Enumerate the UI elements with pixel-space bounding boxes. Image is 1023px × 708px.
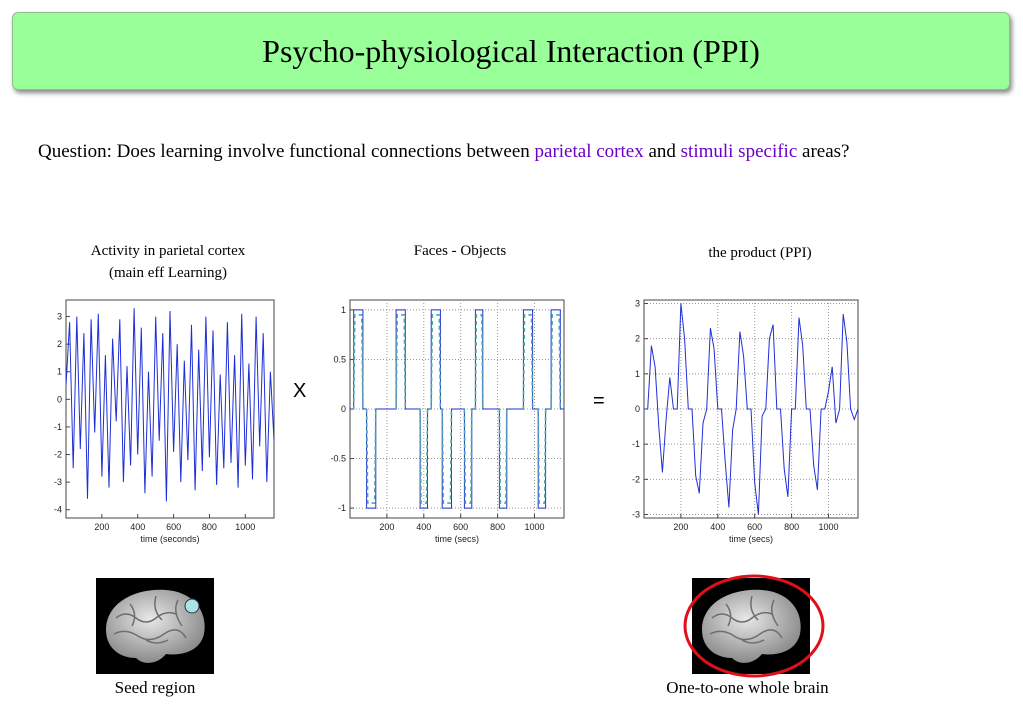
convolved-pulse [365,408,377,504]
seed-region-dot [184,598,200,614]
x-tick-label: 400 [130,522,145,532]
convolved-pulse [441,408,453,504]
slide-title: Psycho-physiological Interaction (PPI) [262,32,760,69]
question-text: Question: Does learning involve function… [38,138,998,166]
multiply-operator: X [293,380,307,402]
x-tick-label: 800 [490,522,505,532]
regressor-line [350,309,564,509]
psych-caption: Faces - Objects [413,243,507,259]
x-tick-label: 800 [784,522,799,532]
highlight-ring [683,574,825,678]
seed-caption-line1: Activity in parietal cortex [90,243,246,259]
y-tick-label: 1 [57,367,62,377]
term-stimuli-specific: stimuli specific [680,141,798,162]
x-axis-label: time (secs) [729,534,773,544]
convolved-pulse [352,314,364,410]
x-tick-label: 200 [94,522,109,532]
y-tick-label: 2 [57,339,62,349]
equals-operator: = [593,390,605,412]
x-tick-label: 800 [202,522,217,532]
seed-caption-line2: (main eff Learning) [108,265,227,281]
y-tick-label: 0.5 [333,354,346,364]
y-tick-label: -0.5 [330,454,346,464]
y-tick-label: 0 [341,404,346,414]
x-tick-label: 200 [379,522,394,532]
seed-caption: Activity in parietal cortex (main eff Le… [58,240,278,284]
y-tick-label: -3 [632,509,640,519]
convolved-pulse [550,314,562,410]
x-axis-label: time (seconds) [140,534,199,544]
x-tick-label: 1000 [818,522,838,532]
y-tick-label: 1 [341,305,346,315]
x-tick-label: 400 [416,522,431,532]
question-suffix: areas? [797,141,850,162]
x-tick-label: 600 [166,522,181,532]
convolved-pulse [395,314,407,410]
y-tick-label: -3 [54,477,62,487]
x-tick-label: 1000 [524,522,544,532]
product-caption: the product (PPI) [708,245,812,261]
question-prefix: Question: Does learning involve function… [38,141,535,162]
y-tick-label: 3 [57,312,62,322]
x-tick-label: 600 [453,522,468,532]
y-tick-label: 2 [635,334,640,344]
seed-activity-chart: 200 400 600 800 1000 3 2 1 0 -1 -2 -3 -4 time (second… [54,299,275,544]
x-tick-label: 1000 [235,522,255,532]
convolved-pulse [430,314,442,410]
x-axis-label: time (secs) [435,534,479,544]
y-tick-label: -2 [54,450,62,460]
series-line [644,303,859,515]
ppi-product-chart: 200 400 600 800 1000 3 2 1 0 -1 -2 -3 time (secs) [632,299,859,544]
y-tick-label: 0 [57,394,62,404]
y-tick-label: -1 [632,439,640,449]
y-tick-label: 3 [635,299,640,309]
whole-brain-image [683,574,825,678]
x-tick-label: 600 [747,522,762,532]
seed-region-label: Seed region [114,678,196,697]
y-tick-label: -4 [54,505,62,515]
convolved-pulse [522,314,534,410]
x-tick-label: 200 [673,522,688,532]
x-tick-label: 400 [710,522,725,532]
term-parietal-cortex: parietal cortex [534,141,644,162]
series-line [65,308,275,502]
seed-brain-image [96,578,214,674]
question-mid: and [643,141,681,162]
psych-regressor-chart: 200 400 600 800 1000 1 0.5 0 -0.5 -1 time (secs) [330,299,565,544]
y-tick-label: -2 [632,474,640,484]
y-tick-label: 1 [635,369,640,379]
y-tick-label: -1 [338,503,346,513]
y-tick-label: 0 [635,404,640,414]
y-tick-label: -1 [54,422,62,432]
title-banner: Psycho-physiological Interaction (PPI) [12,12,1010,90]
whole-brain-label: One-to-one whole brain [666,678,829,697]
